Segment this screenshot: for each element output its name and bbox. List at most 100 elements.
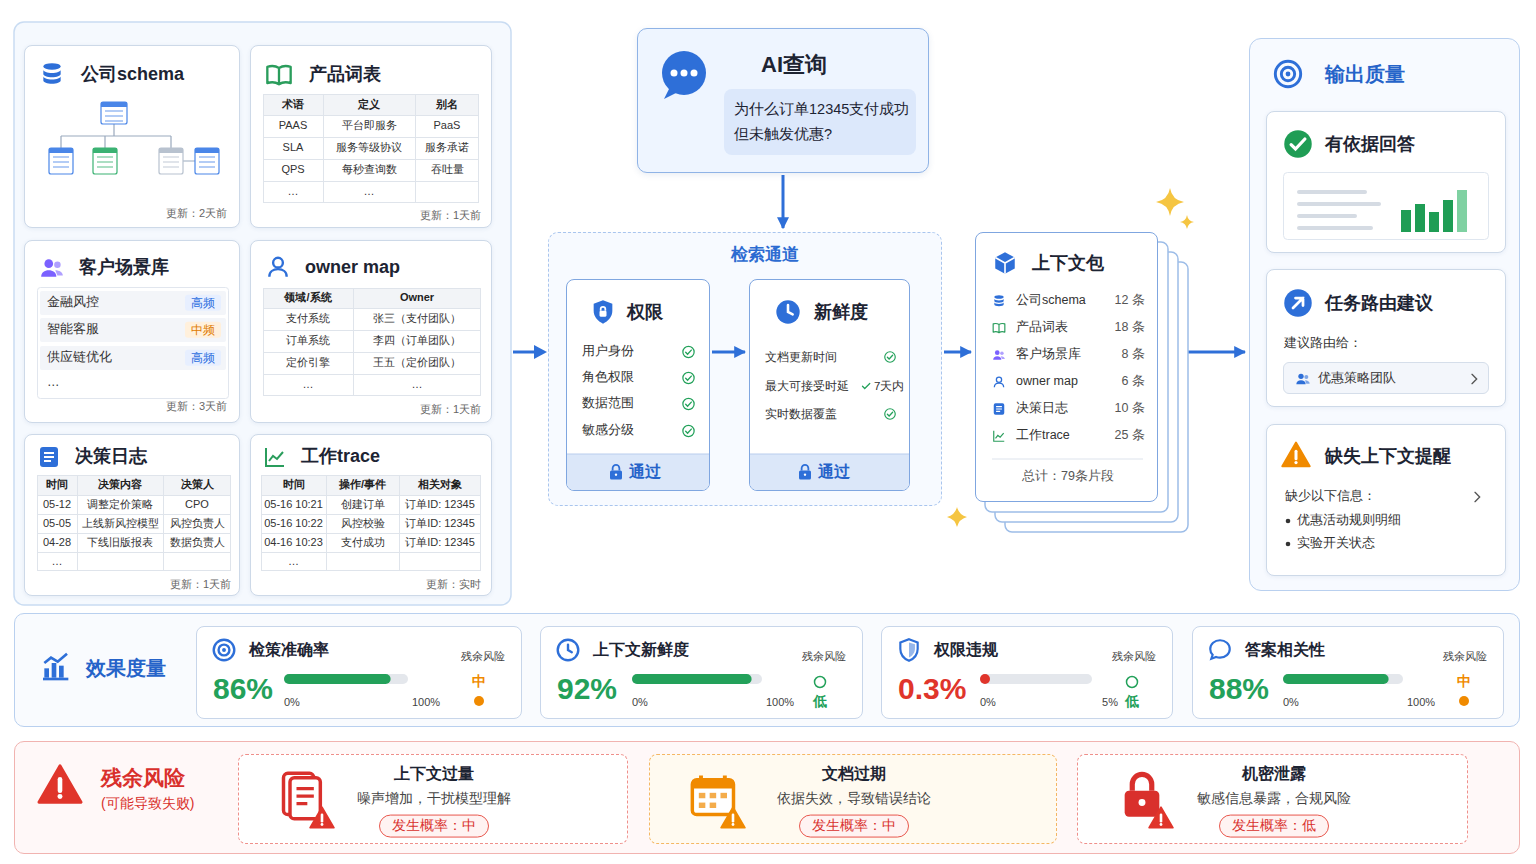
table-cell: 数据负责人 [163, 533, 231, 552]
table-cell: 每秒查询数 [323, 159, 415, 181]
item-count: 12 条 [1115, 293, 1145, 309]
node-decoration [1267, 112, 1507, 254]
card-title: 上下文包 [1032, 252, 1104, 275]
chk-icon [683, 398, 694, 409]
list-row [40, 318, 226, 342]
checkc-icon [1284, 130, 1312, 158]
shieldO-icon [900, 639, 917, 661]
trend-icon [266, 448, 284, 466]
table-cell: PaaS [415, 115, 479, 137]
risk-description: 敏感信息暴露，合规风险 [1197, 791, 1351, 808]
table-cell: 定价引擎 [263, 352, 353, 374]
risk-caption: 残余风险 [1443, 650, 1487, 664]
metric-value: 86% [213, 670, 273, 708]
warn-icon [721, 807, 745, 828]
item-label: 金融风控 [47, 295, 99, 311]
item-label: 优惠活动规则明细 [1297, 513, 1401, 529]
warn-icon [310, 807, 334, 828]
table-cell: 支付系统 [263, 308, 353, 330]
lock-icon [1125, 774, 1160, 816]
chat-icon [662, 51, 706, 99]
metric-card: 权限违规残余风险0.3%0%5%低 [881, 626, 1173, 719]
risk-card: 文档过期依据失效，导致错误结论发生概率：中 [649, 754, 1057, 844]
card-title: 决策日志 [75, 445, 147, 468]
metric-title: 权限违规 [934, 640, 998, 660]
risk-caption: 残余风险 [1112, 650, 1156, 664]
table-cell: Owner [353, 288, 481, 308]
table-cell: 相关对象 [399, 475, 481, 495]
table-cell: … [323, 181, 415, 203]
metric-title: 检策准确率 [249, 640, 329, 660]
answer-illustration [1284, 173, 1489, 240]
schema-illustration [49, 102, 219, 174]
risk-caption: 残余风险 [802, 650, 846, 664]
item-label: 缺少以下信息： [1285, 489, 1376, 505]
node-decoration [724, 89, 916, 155]
frequency-tag: 高频 [185, 295, 221, 311]
missing-context-card: 缺失上下文提醒缺少以下信息：优惠活动规则明细实验开关状态 [1266, 424, 1506, 576]
table-cell: … [261, 552, 326, 571]
update-note: 更新：1天前 [170, 578, 231, 592]
update-note: 更新：1天前 [420, 403, 481, 417]
table-cell: QPS [263, 159, 323, 181]
table-cell: 服务承诺 [415, 137, 479, 159]
table-cell: 王五（定价团队） [353, 352, 481, 374]
metric-title: 答案相关性 [1245, 640, 1325, 660]
list-icon [994, 403, 1005, 415]
table-cell: … [353, 374, 481, 396]
panel-title: 输出质量 [1325, 62, 1405, 87]
risk-panel: 上下文过量噪声增加，干扰模型理解发生概率：中文档过期依据失效，导致错误结论发生概… [14, 741, 1520, 854]
table-cell: PAAS [263, 115, 323, 137]
metric-value: 92% [557, 670, 617, 708]
axis-label: 0% [1283, 696, 1299, 710]
table-grid [263, 288, 481, 396]
warn-icon [1282, 443, 1310, 467]
context-pack: 上下文包公司schema12 条产品词表18 条客户场景库8 条owner ma… [975, 232, 1158, 502]
item-label: 工作trace [1016, 428, 1070, 444]
source-panel [14, 22, 511, 605]
risk-card: 上下文过量噪声增加，干扰模型理解发生概率：中 [238, 754, 628, 844]
db-icon [43, 63, 60, 84]
table-cell: 李四（订单团队） [353, 330, 481, 352]
flow-arrow [712, 351, 745, 354]
table-cell: SLA [263, 137, 323, 159]
trend-icon [994, 431, 1005, 442]
table-cell: 调整定价策略 [77, 495, 163, 514]
clockO-icon [558, 640, 579, 661]
metric-card: 上下文新鲜度残余风险92%0%100%低 [540, 626, 863, 719]
probability-pill: 发生概率：低 [1219, 815, 1329, 838]
item-count: 8 条 [1122, 347, 1145, 363]
item-count: 6 条 [1122, 374, 1145, 390]
route-target: 优惠策略团队 [1283, 362, 1489, 394]
cal-icon [692, 776, 733, 815]
probability-pill: 发生概率：中 [379, 815, 489, 838]
panel-subtitle: (可能导致失败) [101, 795, 194, 813]
card-title: 客户场景库 [79, 256, 169, 279]
metrics-panel: 检策准确率残余风险86%0%100%中上下文新鲜度残余风险92%0%100%低权… [14, 613, 1520, 727]
axis-label: 0% [284, 696, 300, 710]
table-cell: 吞吐量 [415, 159, 479, 181]
table-cell: … [37, 552, 77, 571]
item-label: 决策日志 [1016, 401, 1068, 417]
item-count: 18 条 [1115, 320, 1145, 336]
chk-icon [885, 409, 896, 420]
permission-gate: 权限用户身份角色权限数据范围敏感分级通过 [566, 279, 710, 491]
item-count: 25 条 [1115, 428, 1145, 444]
item-label: 产品词表 [1016, 320, 1068, 336]
table-cell: 订单系统 [263, 330, 353, 352]
table-cell: 时间 [261, 475, 326, 495]
bars-icon [43, 654, 68, 679]
risk-level: 中 [1457, 673, 1471, 691]
item-label: 公司schema [1016, 293, 1086, 309]
bar-fill [284, 674, 391, 684]
table-cell: 订单ID: 12345 [399, 514, 481, 533]
item-label: 实验开关状态 [1297, 536, 1375, 552]
item-label: 供应链优化 [47, 350, 112, 366]
schema-card: 公司schema更新：2天前 [24, 45, 240, 228]
table-cell: 订单ID: 12345 [399, 533, 481, 552]
status-band [567, 454, 710, 491]
list-row [40, 346, 226, 370]
target-icon [1275, 61, 1300, 86]
table-cell: 05-16 10:22 [261, 514, 326, 533]
chk-icon [683, 425, 694, 436]
